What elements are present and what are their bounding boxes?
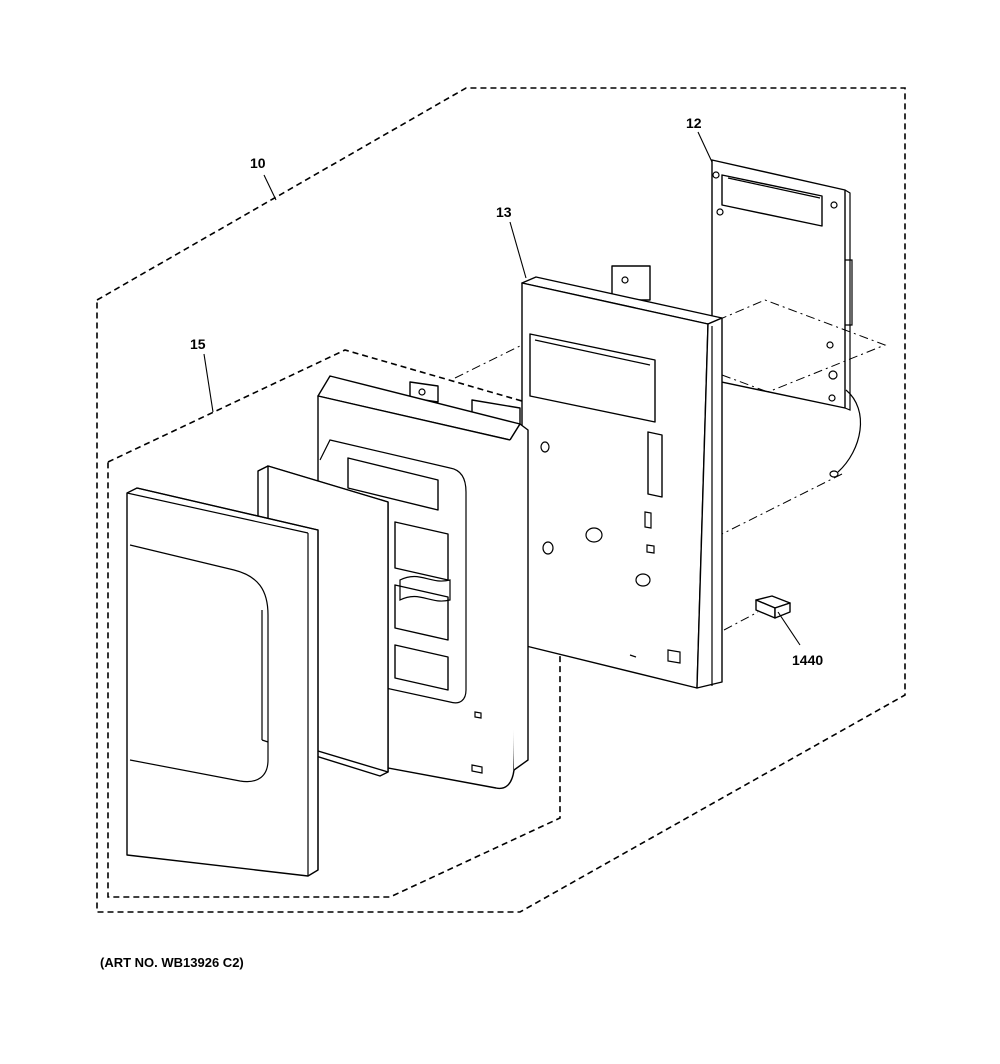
part-1440-connector	[755, 595, 791, 619]
leader-15	[203, 353, 214, 413]
callout-10: 10	[250, 155, 266, 171]
leader-1440	[777, 611, 801, 646]
callout-15: 15	[190, 336, 206, 352]
assembly-15-boundary	[107, 349, 561, 898]
circuit-board-12	[711, 159, 861, 478]
leader-12	[697, 131, 713, 163]
callout-13: 13	[496, 204, 512, 220]
front-trim-panel	[126, 487, 319, 877]
callout-1440: 1440	[792, 652, 823, 668]
control-panel-13	[521, 265, 723, 689]
leader-13	[509, 221, 527, 279]
leader-10	[263, 174, 277, 201]
art-number-caption: (ART NO. WB13926 C2)	[100, 955, 244, 970]
assembly-10-boundary	[96, 87, 906, 913]
callout-12: 12	[686, 115, 702, 131]
